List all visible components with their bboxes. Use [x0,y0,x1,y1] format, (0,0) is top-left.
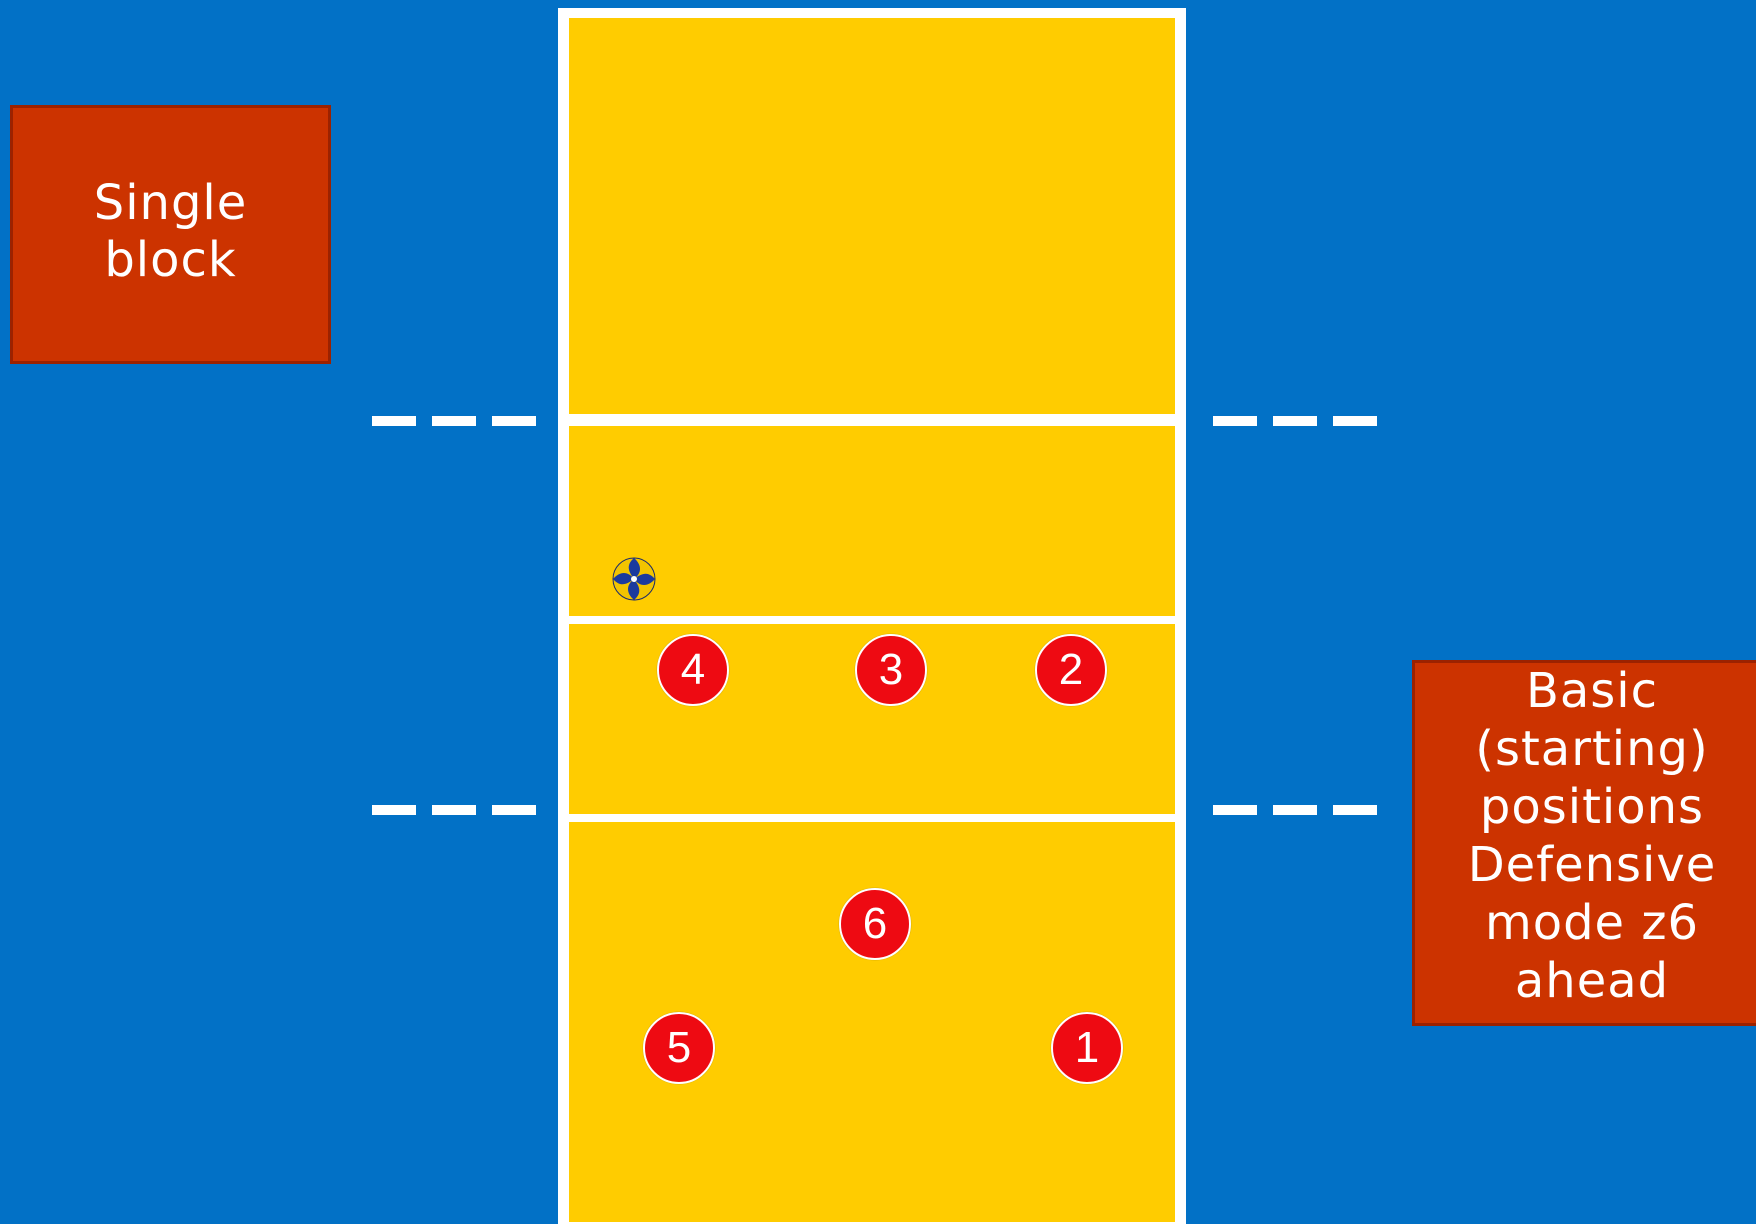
attack-line-mark [432,416,476,426]
player-3: 3 [855,634,927,706]
attack-line-mark [1273,805,1317,815]
attack-line-mark [492,416,536,426]
player-6: 6 [839,888,911,960]
formation-label: Basic (starting) positions Defensive mod… [1412,660,1756,1026]
player-2: 2 [1035,634,1107,706]
volleyball-icon [612,557,656,601]
player-5: 5 [643,1012,715,1084]
attack-line-mark [1213,805,1257,815]
attack-line-mark [372,416,416,426]
attack-line-mark [1333,416,1377,426]
attack-line-mark [1273,416,1317,426]
attack-line-mark [1333,805,1377,815]
attack-line-mark [372,805,416,815]
opponent-back-zone [569,18,1175,414]
player-1: 1 [1051,1012,1123,1084]
attack-line-mark [492,805,536,815]
player-4: 4 [657,634,729,706]
opponent-front-zone [569,426,1175,616]
attack-line-mark [1213,416,1257,426]
attack-line-mark [432,805,476,815]
situation-label: Single block [10,105,331,364]
